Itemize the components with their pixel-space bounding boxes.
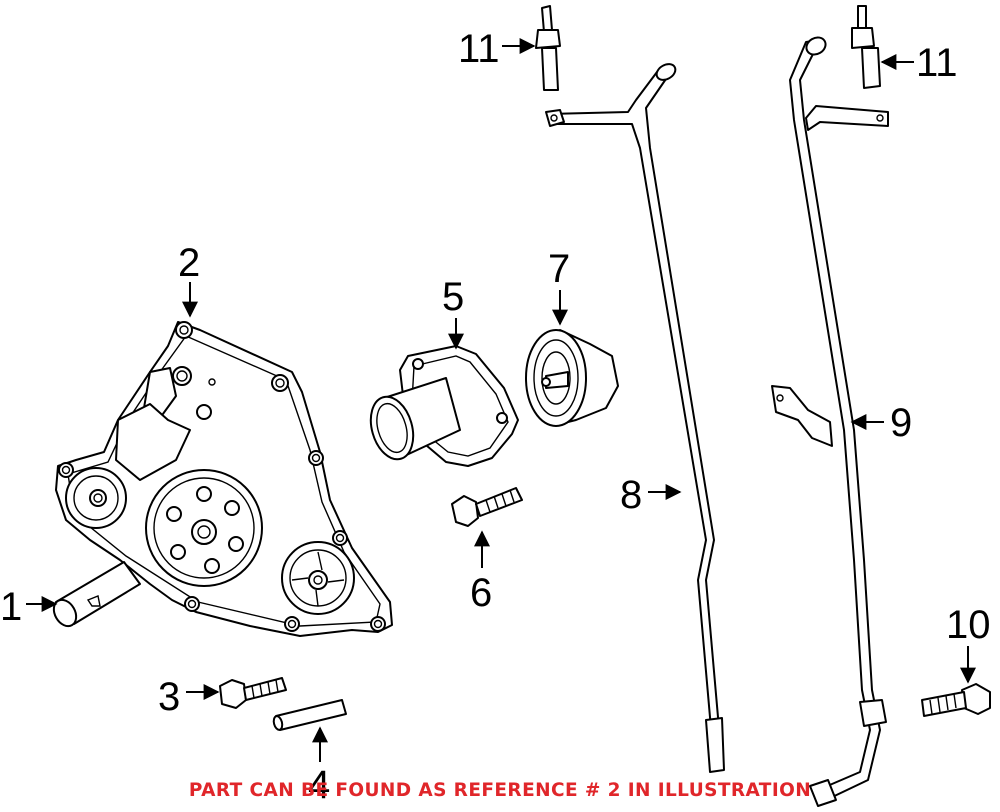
bolt-10 — [921, 683, 991, 717]
callout-8: 8 — [620, 473, 642, 517]
reference-caption: PART CAN BE FOUND AS REFERENCE # 2 IN IL… — [188, 780, 812, 801]
thermostat-housing — [369, 345, 519, 467]
callout-10: 10 — [946, 603, 991, 647]
callout-11-right: 11 — [916, 41, 958, 85]
callout-11-left: 11 — [458, 27, 500, 71]
tube-9 — [771, 36, 889, 807]
stud-11-right — [851, 5, 881, 89]
callout-labels: 1 2 3 4 5 6 7 8 9 10 11 11 — [0, 27, 991, 807]
callout-6: 6 — [470, 571, 492, 615]
bolt-6 — [451, 487, 523, 527]
bolt-3 — [219, 677, 287, 709]
callout-4: 4 — [308, 763, 330, 807]
callout-3: 3 — [158, 675, 180, 719]
leader-arrows — [26, 38, 976, 762]
stud-4 — [272, 699, 347, 731]
callout-9: 9 — [890, 401, 912, 445]
callout-5: 5 — [442, 275, 464, 319]
callout-7: 7 — [548, 247, 570, 291]
thermostat — [525, 329, 619, 427]
callout-1: 1 — [0, 585, 22, 629]
callout-2: 2 — [178, 241, 200, 285]
tube-8 — [545, 63, 725, 773]
water-pump-housing — [52, 321, 393, 637]
stud-11-left — [535, 5, 561, 91]
